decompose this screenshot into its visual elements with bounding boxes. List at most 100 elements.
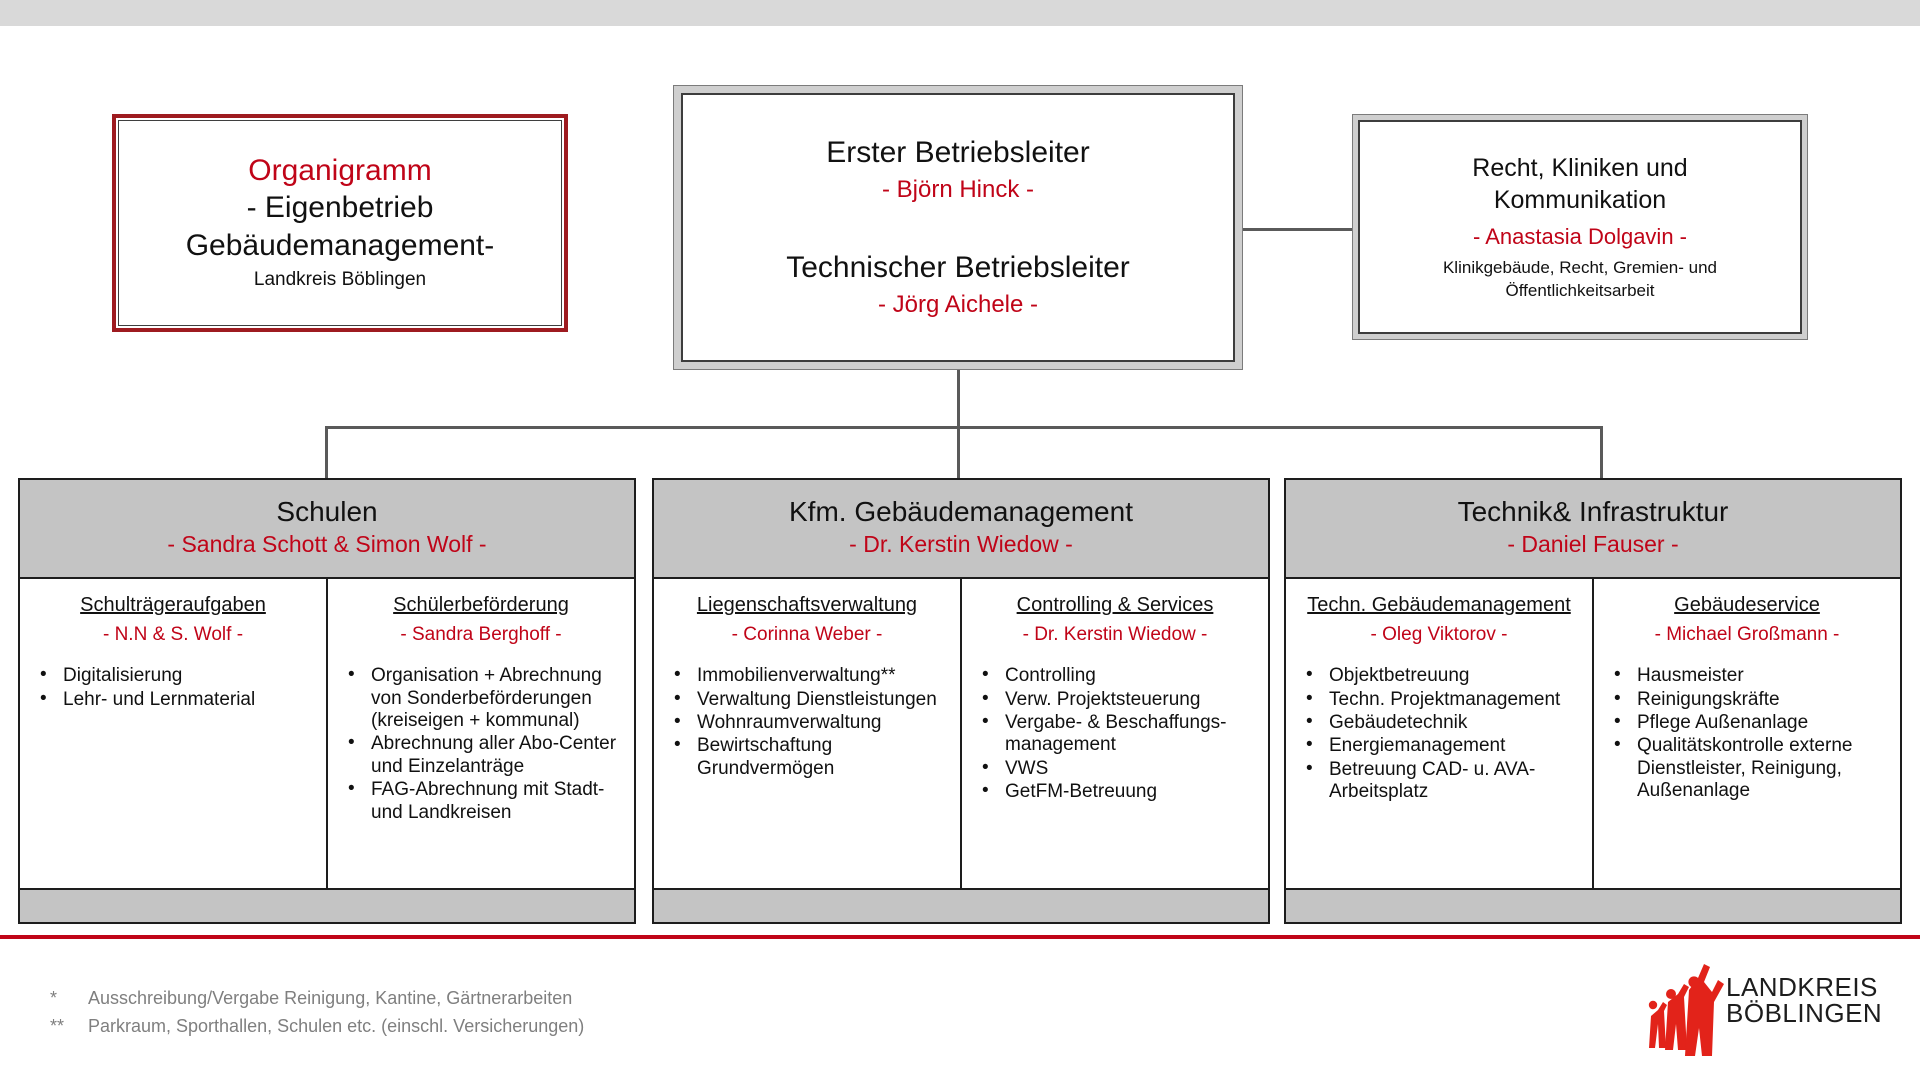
list-item: Energiemanagement <box>1298 734 1580 757</box>
right-desc-line-1: Klinikgebäude, Recht, Gremien- und <box>1442 258 1718 278</box>
unit-task-list: Controlling Verw. Projektsteuerung Verga… <box>974 664 1256 804</box>
list-item: Gebäudetechnik <box>1298 711 1580 734</box>
title-subheading-2: Gebäudemanagement- <box>185 228 495 262</box>
unit-lead: - Corinna Weber - <box>731 624 883 645</box>
connector-top-drop <box>957 370 960 428</box>
unit-title: Controlling & Services <box>1016 594 1214 616</box>
unit-lead: - N.N & S. Wolf - <box>102 624 244 645</box>
legal-clinics-communication-inner: Recht, Kliniken und Kommunikation - Anas… <box>1358 120 1802 334</box>
right-desc-line-2: Öffentlichkeitsarbeit <box>1505 280 1655 300</box>
unit-lead: - Dr. Kerstin Wiedow - <box>1022 624 1208 645</box>
list-item: Verwaltung Dienstleistungen <box>666 687 948 711</box>
department-kfm-gebaeudemanagement: Kfm. Gebäudemanagement - Dr. Kerstin Wie… <box>652 478 1270 924</box>
department-lead: - Daniel Fauser - <box>1507 530 1679 557</box>
unit-task-list: Hausmeister Reinigungskräfte Pflege Auße… <box>1606 664 1888 803</box>
list-item: Qualitätskontrolle externe Dienstleister… <box>1606 734 1888 802</box>
list-item: VWS <box>974 757 1256 780</box>
top-gray-strip <box>0 0 1920 26</box>
list-item: GetFM-Betreuung <box>974 780 1256 803</box>
connector-drop-schulen <box>325 426 328 480</box>
footnote-row: ** Parkraum, Sporthallen, Schulen etc. (… <box>50 1013 584 1041</box>
unit-title: Schulträgeraufgaben <box>80 594 266 616</box>
technical-operations-manager-role: Technischer Betriebsleiter <box>786 250 1130 284</box>
list-item: Organisation + Abrechnung von Sonderbefö… <box>340 664 622 732</box>
unit-title: Techn. Gebäudemanagement <box>1307 594 1571 616</box>
footnote-marker: ** <box>50 1015 65 1036</box>
list-item: Digitalisierung <box>32 664 314 687</box>
connector-drop-technik <box>1600 426 1603 480</box>
department-title: Kfm. Gebäudemanagement <box>789 495 1133 527</box>
unit-title: Gebäudeservice <box>1674 594 1820 616</box>
unit-schuelerbefoerderung: Schülerbeförderung - Sandra Berghoff - O… <box>326 579 634 888</box>
footnote-row: * Ausschreibung/Vergabe Reinigung, Kanti… <box>50 985 584 1013</box>
unit-task-list: Objektbetreuung Techn. Projektmanagement… <box>1298 664 1580 804</box>
logo-wordmark: LANDKREIS BÖBLINGEN <box>1726 974 1882 1026</box>
connector-horizontal-bus <box>325 426 1603 429</box>
unit-gebaeudeservice: Gebäudeservice - Michael Großmann - Haus… <box>1592 579 1900 888</box>
list-item: Reinigungskräfte <box>1606 687 1888 711</box>
connector-top-to-right <box>1243 228 1355 231</box>
department-header: Schulen - Sandra Schott & Simon Wolf - <box>20 480 634 579</box>
unit-lead: - Oleg Viktorov - <box>1370 624 1508 645</box>
list-item: Verw. Projektsteuerung <box>974 687 1256 711</box>
right-role-line-2: Kommunikation <box>1493 185 1667 214</box>
list-item: Immobilienverwaltung** <box>666 664 948 687</box>
department-body: Techn. Gebäudemanagement - Oleg Viktorov… <box>1286 579 1900 888</box>
list-item: Abrechnung aller Abo-Center und Einzelan… <box>340 732 622 778</box>
list-item: Betreuung CAD- u. AVA-Arbeitsplatz <box>1298 758 1580 804</box>
title-organization: Landkreis Böblingen <box>253 269 427 291</box>
footnote-marker: * <box>50 988 58 1008</box>
connector-drop-kfm <box>957 426 960 480</box>
list-item: Hausmeister <box>1606 664 1888 687</box>
unit-title: Liegenschaftsverwaltung <box>696 594 918 616</box>
landkreis-boeblingen-logo: LANDKREIS BÖBLINGEN <box>1640 958 1890 1058</box>
unit-task-list: Immobilienverwaltung** Verwaltung Dienst… <box>666 664 948 781</box>
title-box: Organigramm - Eigenbetrieb Gebäudemanage… <box>112 114 568 332</box>
right-role-line-1: Recht, Kliniken und <box>1472 153 1688 182</box>
department-lead: - Dr. Kerstin Wiedow - <box>849 530 1073 557</box>
department-body: Liegenschaftsverwaltung - Corinna Weber … <box>654 579 1268 888</box>
list-item: Wohnraumverwaltung <box>666 711 948 734</box>
top-management-box: Erster Betriebsleiter - Björn Hinck - Te… <box>673 85 1243 370</box>
list-item: Vergabe- & Beschaffungs-management <box>974 711 1256 757</box>
unit-schultraegeraufgaben: Schulträgeraufgaben - N.N & S. Wolf - Di… <box>20 579 326 888</box>
unit-title: Schülerbeförderung <box>393 594 569 616</box>
unit-liegenschaftsverwaltung: Liegenschaftsverwaltung - Corinna Weber … <box>654 579 960 888</box>
logo-line-1: LANDKREIS <box>1726 972 1878 1002</box>
technical-operations-manager-name: - Jörg Aichele - <box>877 290 1039 318</box>
unit-lead: - Sandra Berghoff - <box>400 624 562 645</box>
title-heading: Organigramm <box>248 153 432 187</box>
unit-lead: - Michael Großmann - <box>1654 624 1840 645</box>
first-operations-manager-role: Erster Betriebsleiter <box>826 135 1090 169</box>
department-header: Technik& Infrastruktur - Daniel Fauser - <box>1286 480 1900 579</box>
department-footer-bar <box>654 888 1268 922</box>
list-item: Bewirtschaftung Grundvermögen <box>666 734 948 780</box>
title-subheading-1: - Eigenbetrieb <box>246 191 434 225</box>
footnote-text: Ausschreibung/Vergabe Reinigung, Kantine… <box>88 988 573 1008</box>
department-lead: - Sandra Schott & Simon Wolf - <box>167 530 487 557</box>
first-operations-manager-name: - Björn Hinck - <box>881 175 1035 203</box>
list-item: Lehr- und Lernmaterial <box>32 687 314 711</box>
unit-task-list: Digitalisierung Lehr- und Lernmaterial <box>32 664 314 712</box>
department-footer-bar <box>1286 888 1900 922</box>
list-item: Pflege Außenanlage <box>1606 711 1888 734</box>
unit-controlling-services: Controlling & Services - Dr. Kerstin Wie… <box>960 579 1268 888</box>
right-lead-name: - Anastasia Dolgavin - <box>1473 223 1687 249</box>
department-header: Kfm. Gebäudemanagement - Dr. Kerstin Wie… <box>654 480 1268 579</box>
list-item: FAG-Abrechnung mit Stadt- und Landkreise… <box>340 778 622 824</box>
unit-task-list: Organisation + Abrechnung von Sonderbefö… <box>340 664 622 825</box>
department-title: Technik& Infrastruktur <box>1457 495 1729 527</box>
top-management-inner: Erster Betriebsleiter - Björn Hinck - Te… <box>681 93 1235 362</box>
department-schulen: Schulen - Sandra Schott & Simon Wolf - S… <box>18 478 636 924</box>
footer-red-divider <box>0 935 1920 939</box>
department-body: Schulträgeraufgaben - N.N & S. Wolf - Di… <box>20 579 634 888</box>
list-item: Techn. Projektmanagement <box>1298 687 1580 711</box>
logo-figures-icon <box>1648 964 1724 1056</box>
unit-techn-gebaeudemanagement: Techn. Gebäudemanagement - Oleg Viktorov… <box>1286 579 1592 888</box>
legal-clinics-communication-box: Recht, Kliniken und Kommunikation - Anas… <box>1352 114 1808 340</box>
department-title: Schulen <box>276 495 378 527</box>
list-item: Objektbetreuung <box>1298 664 1580 687</box>
department-technik-infrastruktur: Technik& Infrastruktur - Daniel Fauser -… <box>1284 478 1902 924</box>
logo-line-2: BÖBLINGEN <box>1726 998 1883 1028</box>
